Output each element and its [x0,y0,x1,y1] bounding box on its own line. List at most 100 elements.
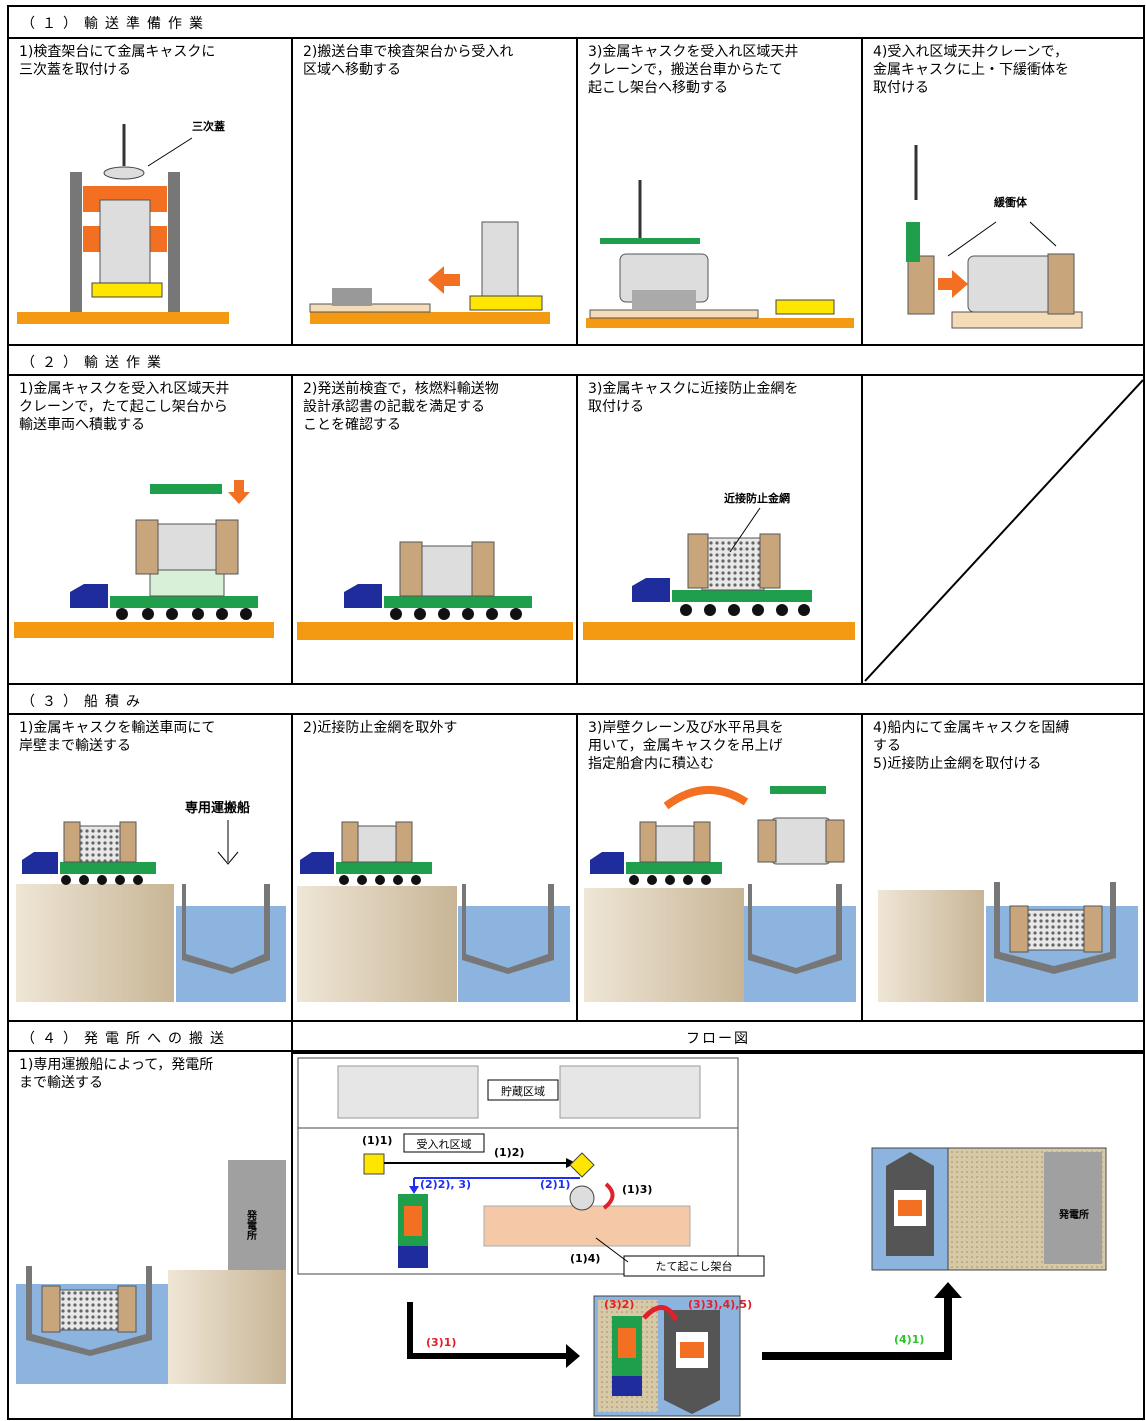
absorber-2-2-l [399,541,423,597]
transfer-cart-1-3 [775,299,835,315]
quay-3-2 [297,886,457,1002]
ship-loading-figure [584,786,856,1002]
plan-truck-cask [404,1206,422,1236]
step-label-4-1: (4)1) [894,1333,924,1346]
step-2-3-caption: 3)金属キャスクに近接防止金網を 取付ける [588,381,799,415]
tertiary-lid-label: 三次蓋 [192,119,225,133]
step-label-1-3: (1)3) [622,1183,652,1196]
move-arrow-1-4 [938,270,968,298]
down-arrow-2-1 [228,480,250,504]
step-label-1-1: (1)1) [362,1134,392,1147]
ground-1-2 [310,312,550,324]
flow-arrow-4-1 [762,1296,952,1360]
step-3-1-caption: 1)金属キャスクを輸送車両にて 岸壁まで輸送する [19,720,216,754]
lid-pointer [147,137,193,167]
horizontal-sling-3-3 [770,786,826,794]
cask-2-1 [149,523,225,571]
mesh-label: 近接防止金網 [724,491,790,505]
step-1-3: 3)金属キャスクを受入れ区域天井 クレーンで，搬送台車からたて 起こし架台へ移動… [578,39,863,344]
transfer-cart-figure [309,221,550,324]
plan-arrow-1-3 [602,1182,615,1210]
absorber-3-2-r [395,821,413,863]
sea-transport-figure [16,1160,286,1384]
receiving-label: 受入れ区域 [417,1138,472,1151]
step-4-1-caption: 1)専用運搬船によって，発電所 まで輸送する [19,1057,214,1091]
section-1-header: （１）輸送準備作業 [9,7,1143,39]
truck-cab-3-3 [590,852,624,874]
flow-destination-cask [898,1200,922,1216]
storage-cask-array-right [559,1065,701,1119]
mesh-4-1 [57,1289,121,1331]
wheels-2-1 [116,608,252,620]
storage-cask-array-left [337,1065,479,1119]
upending-label: たて起こし架台 [656,1259,733,1273]
plan-arrow-2-1-head [409,1186,419,1194]
power-plant-building [228,1160,286,1270]
plan-truck-cab [398,1246,428,1268]
ship-pointer-head [217,851,239,865]
step-2-2-caption: 2)発送前検査で，核燃料輸送物 設計承認書の記載を満足する ことを確認する [303,381,499,433]
truck-cab-3-2 [300,852,334,874]
flow-truck-cab [612,1376,642,1396]
truck-cab-2-2 [344,584,382,608]
upending-stand-figure [586,180,854,328]
rail-1-3 [589,309,759,319]
mesh-3-1 [75,825,125,863]
step-label-3-2: (3)2) [604,1298,634,1311]
step-3-3: 3)岸壁クレーン及び水平吊具を 用いて，金属キャスクを吊上げ 指定船倉内に積込む [578,715,863,1020]
power-plant-label-4-1: 発電所 [245,1209,258,1241]
flow-ship-cask [680,1342,704,1358]
plan-cask-1-1 [363,1153,385,1175]
quay-4-1 [168,1270,286,1384]
inspection-stand-figure [17,124,229,324]
step-3-4: 4)船内にて金属キャスクを固縛 する 5)近接防止金網を取付ける [863,715,1143,1020]
stand-base-1-2 [332,288,372,306]
storage-label: 貯蔵区域 [501,1085,545,1098]
absorber-4-1-l [41,1285,61,1333]
flow-arrow-3-1 [407,1302,568,1359]
flow-arrow-4-1-head [934,1282,962,1298]
step-1-2: 2)搬送台車で検査架台から受入れ 区域へ移動する [293,39,578,344]
absorber-pointer-right [1029,221,1057,247]
truck-cab-3-1 [22,852,58,874]
ground-2-1 [14,622,274,638]
plan-cask-1-3 [569,1185,595,1211]
mesh-3-4 [1025,909,1087,951]
absorber-3-2-l [341,821,359,863]
trailer-2-3 [672,590,812,602]
cask-3-3-truck [651,825,697,863]
flow-title: フロー図 [293,1020,1143,1052]
step-3-2-caption: 2)近接防止金網を取外す [303,720,458,736]
absorber-3-1-r [119,821,137,863]
absorber-2-2-r [471,541,495,597]
quay-3-4 [878,890,984,1002]
lift-arrow-3-3 [663,786,749,810]
loading-truck-figure [14,480,274,638]
step-1-4-caption: 4)受入れ区域天井クレーンで， 金属キャスクに上・下緩衝体を 取付ける [873,44,1069,96]
transfer-cart-1-2 [469,295,543,311]
trailer-2-1 [110,596,258,608]
ship-label: 専用運搬船 [185,800,250,816]
absorber-3-3-r [693,821,711,863]
empty-cell-diagonal [864,379,1144,682]
step-label-3-1: (3)1) [426,1336,456,1349]
step-label-1-2: (1)2) [494,1146,524,1159]
absorber-3-4-l [1009,905,1029,953]
step-label-2-1: (2)1) [540,1178,570,1191]
transfer-cart-1-1 [91,282,163,298]
absorber-2-1-r [215,519,239,575]
trailer-3-3 [626,862,722,874]
wheels-3-2 [339,875,421,885]
absorber-3-1-l [63,821,81,863]
plan-cask-1-2 [569,1152,595,1178]
quay-transport-figure [16,820,286,1002]
cask-1-2 [481,221,519,299]
flow-plan [297,1057,1107,1417]
wheels-2-3 [680,604,810,616]
ground-1-1 [17,312,229,324]
trailer-3-1 [60,862,156,874]
wheels-3-3 [629,875,711,885]
trailer-2-2 [384,596,532,608]
step-2-1-caption: 1)金属キャスクを受入れ区域天井 クレーンで，たて起こし架台から 輸送車両へ積載… [19,381,230,433]
